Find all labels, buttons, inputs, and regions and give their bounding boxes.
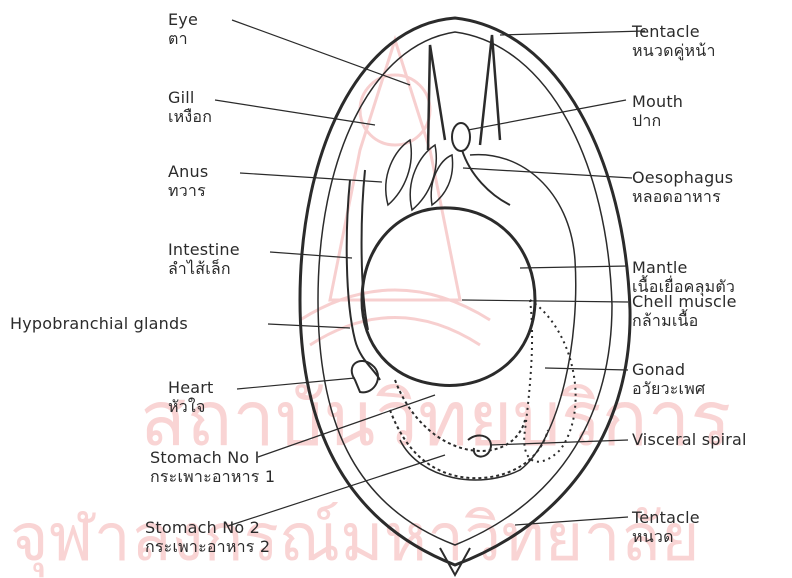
gonad-shape bbox=[524, 300, 575, 462]
heart-shape bbox=[352, 361, 378, 392]
body-outline bbox=[300, 18, 630, 565]
stomach-1-shape bbox=[395, 380, 525, 451]
mantle-shape bbox=[400, 155, 576, 480]
visceral-spiral-shape bbox=[468, 435, 491, 456]
tentacle-left bbox=[428, 45, 445, 150]
label-visceral-spiral: Visceral spiral bbox=[632, 430, 747, 449]
shell-muscle-shape bbox=[362, 208, 535, 386]
gill-1 bbox=[386, 140, 412, 205]
label-hypobranchial-glands: Hypobranchial glands bbox=[10, 314, 188, 333]
gill-2 bbox=[410, 145, 436, 210]
tentacle-right bbox=[480, 35, 500, 145]
gill-3 bbox=[431, 155, 452, 205]
mouth-shape bbox=[452, 123, 470, 151]
